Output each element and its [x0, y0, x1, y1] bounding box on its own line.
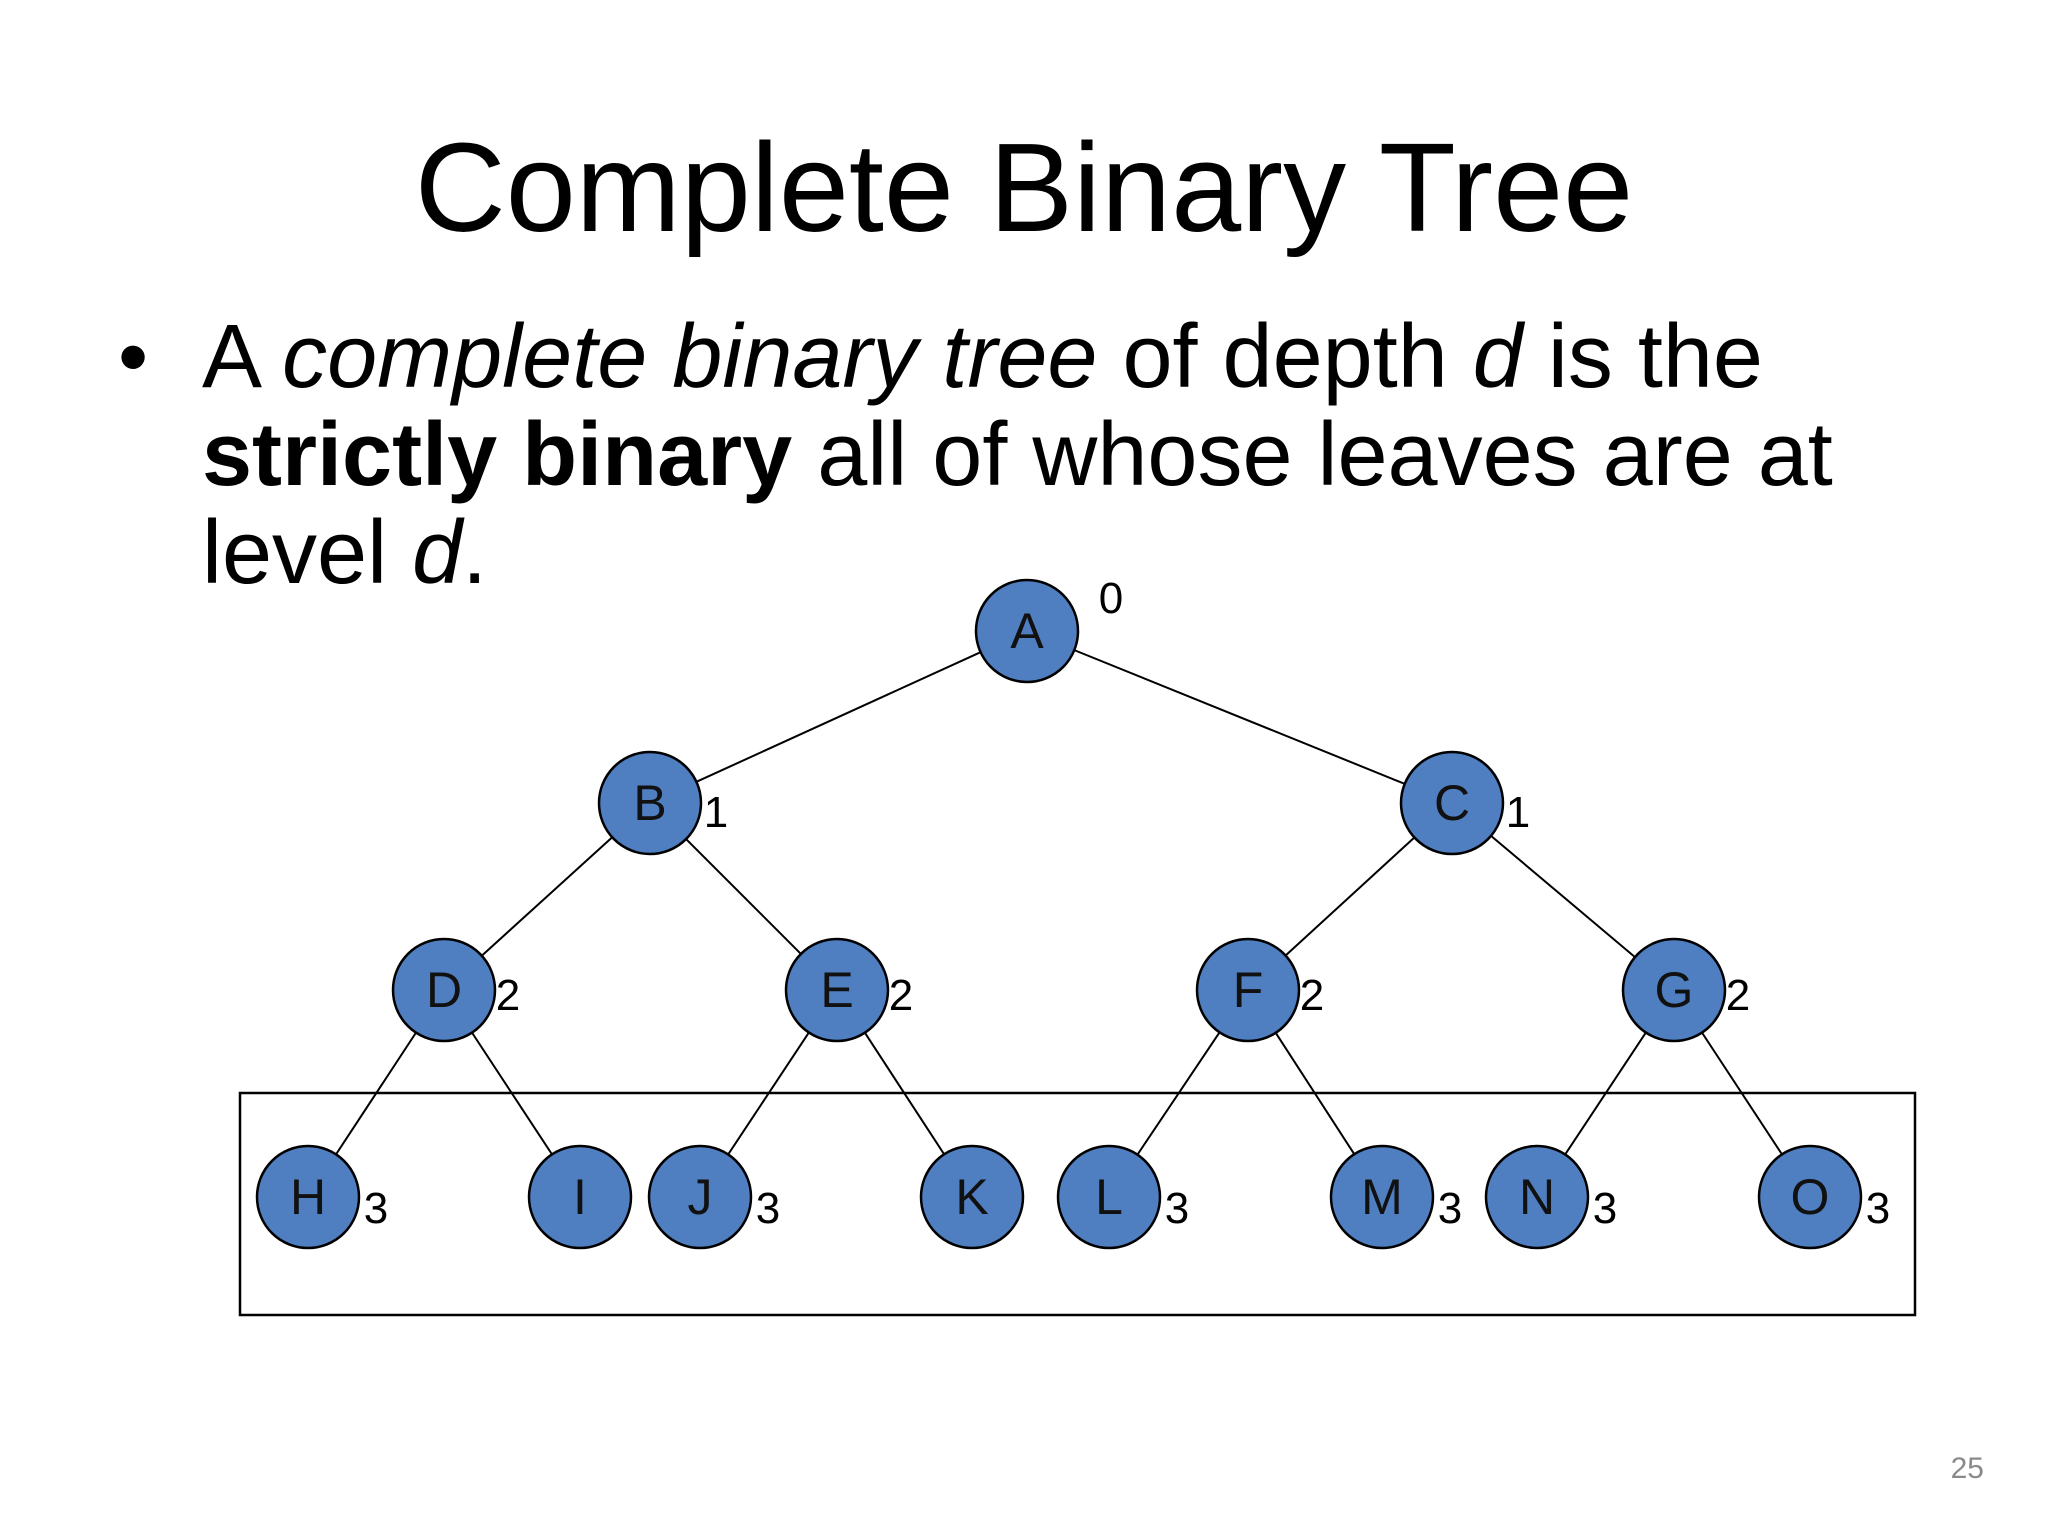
- node-level-label: 3: [364, 1184, 388, 1233]
- tree-node-i: I: [527, 1144, 633, 1250]
- bullet-line-1: A complete binary tree of depth d is the: [202, 308, 1922, 406]
- bullet-text: A complete binary tree of depth d is the…: [202, 308, 1922, 602]
- node-level-label: 2: [1300, 971, 1324, 1020]
- tree-edge-e-k: [864, 1032, 945, 1155]
- tree-edge-f-l: [1136, 1031, 1221, 1156]
- node-circle: [597, 750, 703, 856]
- node-label: I: [573, 1169, 587, 1225]
- page-number: 25: [1950, 1452, 1984, 1485]
- node-circle: [1329, 1144, 1435, 1250]
- node-level-label: 3: [1438, 1184, 1462, 1233]
- node-label: B: [633, 775, 666, 831]
- node-level-label: 3: [1593, 1184, 1617, 1233]
- node-level-label: 2: [889, 971, 913, 1020]
- tree-node-a: A0: [974, 574, 1123, 684]
- node-label: E: [820, 962, 853, 1018]
- node-circle: [1399, 750, 1505, 856]
- node-circle: [919, 1144, 1025, 1250]
- tree-edge-d-h: [335, 1032, 417, 1155]
- node-label: L: [1095, 1169, 1123, 1225]
- tree-edges: [335, 649, 1783, 1156]
- node-label: O: [1791, 1169, 1830, 1225]
- node-circle: [784, 937, 890, 1043]
- node-level-label: 0: [1099, 574, 1123, 623]
- text-run: is the: [1522, 307, 1763, 407]
- bullet-line-2: strictly binary all of whose leaves are …: [202, 406, 1922, 504]
- tree-edge-b-d: [481, 836, 613, 957]
- node-label: J: [688, 1169, 713, 1225]
- node-label: M: [1361, 1169, 1403, 1225]
- node-circle: [1621, 937, 1727, 1043]
- tree-edge-g-n: [1564, 1031, 1647, 1156]
- node-label: D: [426, 962, 462, 1018]
- text-run: of depth: [1097, 307, 1473, 407]
- text-run: level: [202, 503, 413, 603]
- node-circle: [1056, 1144, 1162, 1250]
- node-circle: [1195, 937, 1301, 1043]
- node-level-label: 2: [496, 971, 520, 1020]
- text-run: all of whose leaves are at: [792, 405, 1833, 505]
- node-label: N: [1519, 1169, 1555, 1225]
- variable-d: d: [1472, 307, 1523, 407]
- tree-edge-d-i: [471, 1032, 553, 1155]
- node-level-label: 3: [756, 1184, 780, 1233]
- node-level-label: 3: [1866, 1184, 1890, 1233]
- node-label: K: [955, 1169, 988, 1225]
- bullet-dot-icon: •: [118, 309, 149, 405]
- node-label: H: [290, 1169, 326, 1225]
- tree-edge-c-g: [1490, 835, 1636, 958]
- text-run: A: [202, 307, 283, 407]
- slide-title: Complete Binary Tree: [414, 117, 1634, 258]
- node-label: F: [1233, 962, 1264, 1018]
- node-circle: [1757, 1144, 1863, 1250]
- variable-d: d: [412, 503, 463, 603]
- tree-edge-c-f: [1284, 836, 1416, 957]
- node-level-label: 1: [1506, 788, 1530, 837]
- term-complete-binary-tree: complete binary tree: [282, 307, 1098, 407]
- text-run: .: [462, 503, 488, 603]
- tree-node-k: K: [919, 1144, 1025, 1250]
- node-circle: [974, 578, 1080, 684]
- node-circle: [391, 937, 497, 1043]
- node-circle: [527, 1144, 633, 1250]
- bullet-line-3: level d.: [202, 504, 1922, 602]
- tree-edge-g-o: [1701, 1032, 1783, 1155]
- tree-edge-b-e: [685, 838, 802, 955]
- node-circle: [255, 1144, 361, 1250]
- tree-edge-e-j: [727, 1031, 810, 1156]
- node-label: C: [1434, 775, 1470, 831]
- node-label: A: [1010, 603, 1044, 659]
- term-strictly-binary: strictly binary: [202, 405, 793, 505]
- tree-edge-f-m: [1274, 1032, 1356, 1155]
- node-circle: [647, 1144, 753, 1250]
- node-level-label: 1: [704, 788, 728, 837]
- node-level-label: 3: [1165, 1184, 1189, 1233]
- tree-edge-a-c: [1073, 649, 1406, 785]
- node-label: G: [1655, 962, 1694, 1018]
- node-level-label: 2: [1726, 971, 1750, 1020]
- node-circle: [1484, 1144, 1590, 1250]
- leaf-level-box: [238, 1091, 1917, 1317]
- tree-edge-a-b: [695, 651, 982, 783]
